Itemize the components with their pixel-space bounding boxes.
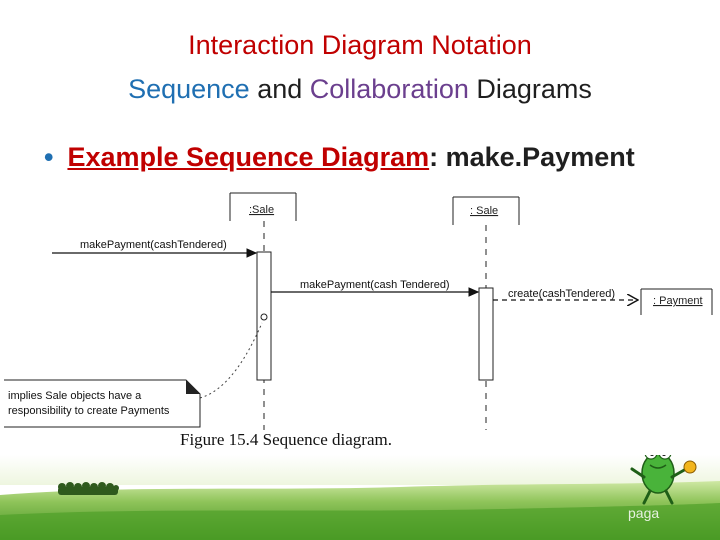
subtitle-word-sequence: Sequence <box>128 74 250 104</box>
note-line-1: implies Sale objects have a <box>8 390 142 402</box>
subtitle-word-diagrams: Diagrams <box>469 74 592 104</box>
slide-subtitle: Sequence and Collaboration Diagrams <box>0 74 720 105</box>
grass-footer: ✦ ✧ ✦ <box>0 455 720 540</box>
lifeline-sale-2: : Sale <box>453 197 519 430</box>
slide-title: Interaction Diagram Notation <box>0 30 720 61</box>
bullet-link[interactable]: Example Sequence Diagram <box>67 142 429 172</box>
message-2: makePayment(cash Tendered) <box>271 279 478 292</box>
lifeline-label: :Sale <box>249 204 274 216</box>
message-3: create(cashTendered) <box>493 288 638 300</box>
tree-line <box>58 482 119 495</box>
message-label: makePayment(cash Tendered) <box>300 279 450 291</box>
message-1: makePayment(cashTendered) <box>52 239 256 253</box>
subtitle-word-and: and <box>250 74 310 104</box>
sequence-diagram: :Sale : Sale : Payment makePayment(cashT… <box>0 185 720 455</box>
lifeline-label: : Payment <box>653 295 703 307</box>
bullet-point: • Example Sequence Diagram: make.Payment <box>44 142 635 173</box>
bullet-rest-text: : make.Payment <box>429 142 635 172</box>
lifeline-sale-1: :Sale <box>230 193 296 430</box>
note-box: implies Sale objects have a responsibili… <box>4 380 200 427</box>
subtitle-word-collaboration: Collaboration <box>310 74 469 104</box>
figure-caption: Figure 15.4 Sequence diagram. <box>180 430 392 450</box>
bullet-dot: • <box>44 142 53 172</box>
note-connector <box>200 323 262 398</box>
page-number: paga <box>628 505 659 521</box>
lifeline-label: : Sale <box>470 205 498 217</box>
note-line-2: responsibility to create Payments <box>8 405 170 417</box>
lifeline-payment: : Payment <box>641 289 712 315</box>
message-label: create(cashTendered) <box>508 288 615 300</box>
message-label: makePayment(cashTendered) <box>80 239 227 251</box>
